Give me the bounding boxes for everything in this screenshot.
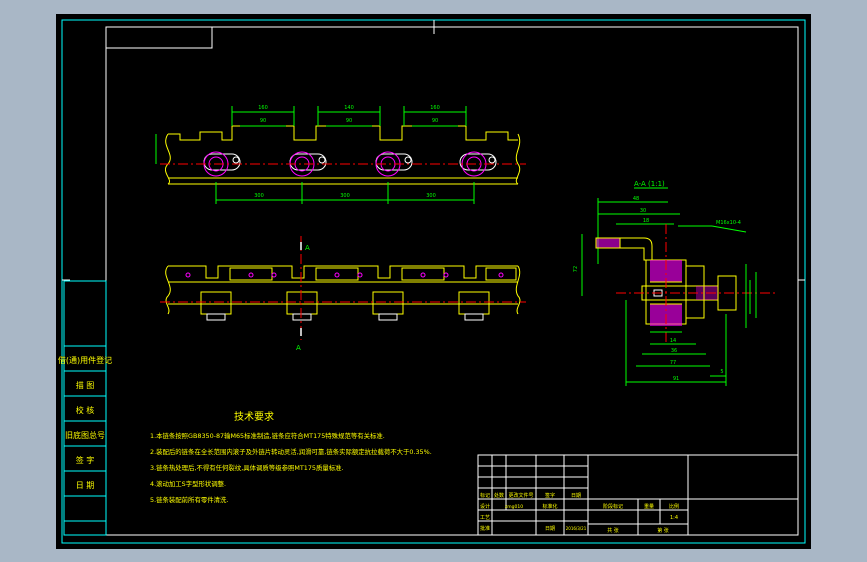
dim-top-3: 90 (346, 118, 352, 124)
drawing-svg: 借(通)用件登记 描 图 校 核 旧底图总号 签 字 日 期 (58, 19, 806, 544)
dim-section-7: 36 (671, 348, 677, 354)
section-label: A-A (1:1) (634, 180, 665, 188)
tb-date-value: 2016/3/21 (566, 526, 587, 531)
dim-section-5: 77 (670, 360, 676, 366)
front-view-dimensions: 160 90 140 90 160 90 300 300 300 (155, 105, 475, 204)
dim-section-3: 72 (573, 266, 579, 272)
tb-scale-label: 比例 (669, 503, 679, 510)
dim-section-4: 91 (673, 376, 679, 382)
tb-header-4: 日期 (571, 493, 581, 499)
requirement-line-1: 2.装配后的链条在全长范围内滚子及外链片转动灵活,润滑可靠,链条实际额定抗拉载荷… (150, 447, 432, 456)
dim-bottom-1: 300 (340, 193, 350, 199)
section-marker-top: A (305, 244, 310, 252)
section-marker-bottom: A (296, 344, 301, 352)
chain-top-view: A A (160, 236, 526, 352)
tb-designer-label: 设计 (480, 503, 490, 510)
tb-header-3: 签字 (545, 492, 555, 499)
tb-header-2: 更改文件号 (508, 492, 533, 499)
section-view: A-A (1:1) 48 30 18 72 M16x10-4 14 (573, 180, 776, 386)
dim-section-8: 5 (720, 369, 723, 375)
side-label-2: 校 核 (76, 405, 95, 415)
requirement-line-0: 1.本链条按照GB8350-87输M65标准制造,链条应符合MT175特殊规范等… (150, 431, 385, 440)
dim-top-1: 90 (260, 118, 266, 124)
tb-date-label: 日期 (545, 526, 555, 532)
dim-section-0: 48 (633, 196, 639, 202)
side-label-4: 签 字 (76, 455, 95, 465)
technical-requirements: 技术要求 1.本链条按照GB8350-87输M65标准制造,链条应符合MT175… (150, 410, 432, 504)
inner-frame (105, 26, 799, 536)
dim-top-4: 160 (430, 105, 440, 111)
requirement-line-4: 5.链条装配前所有零件清洗. (150, 495, 228, 504)
tb-sheet-label: 第 张 (657, 527, 669, 534)
tb-header-1: 处数 (494, 492, 504, 499)
dim-top-2: 140 (344, 105, 354, 111)
corner-code-box (105, 26, 213, 49)
side-label-1: 描 图 (76, 380, 95, 390)
side-label-3: 旧底图总号 (65, 430, 105, 440)
tb-header-0: 标记 (480, 492, 490, 499)
title-block: 标记 处数 更改文件号 签字 日期 设计 zmg010 标准化 工艺 批准 日期… (477, 454, 799, 536)
side-label-0: 借(通)用件登记 (58, 355, 112, 365)
dim-bottom-2: 300 (426, 193, 436, 199)
side-table: 借(通)用件登记 描 图 校 核 旧底图总号 签 字 日 期 (58, 280, 112, 536)
tb-standard-label: 标准化 (542, 503, 557, 510)
tb-designer-name: zmg010 (505, 504, 523, 510)
dim-section-1: 30 (640, 208, 646, 214)
tb-approve-label: 批准 (480, 525, 490, 532)
tb-sheets-label: 共 张 (607, 527, 619, 534)
requirements-title: 技术要求 (234, 410, 274, 423)
requirement-line-2: 3.链条热处理后,不得有任何裂纹,具体调质等级参照MT175质量标准. (150, 463, 344, 472)
tb-scale-value: 1:4 (670, 515, 678, 521)
tb-weight-label: 重量 (644, 503, 654, 510)
requirement-line-3: 4.滚动加工S字型形状调整. (150, 479, 226, 488)
dim-top-0: 160 (258, 105, 268, 111)
chain-front-view (160, 125, 526, 185)
dim-section-6: 14 (670, 338, 676, 344)
dim-top-5: 90 (432, 118, 438, 124)
tb-stage-label: 阶段标记 (603, 503, 623, 510)
side-label-5: 日 期 (76, 481, 95, 490)
dim-section-2: 18 (643, 218, 649, 224)
dim-bottom-0: 300 (254, 193, 264, 199)
tb-process-label: 工艺 (480, 515, 490, 521)
note-ref: M16x10-4 (716, 220, 741, 226)
drawing-canvas[interactable]: 借(通)用件登记 描 图 校 核 旧底图总号 签 字 日 期 (56, 14, 811, 549)
